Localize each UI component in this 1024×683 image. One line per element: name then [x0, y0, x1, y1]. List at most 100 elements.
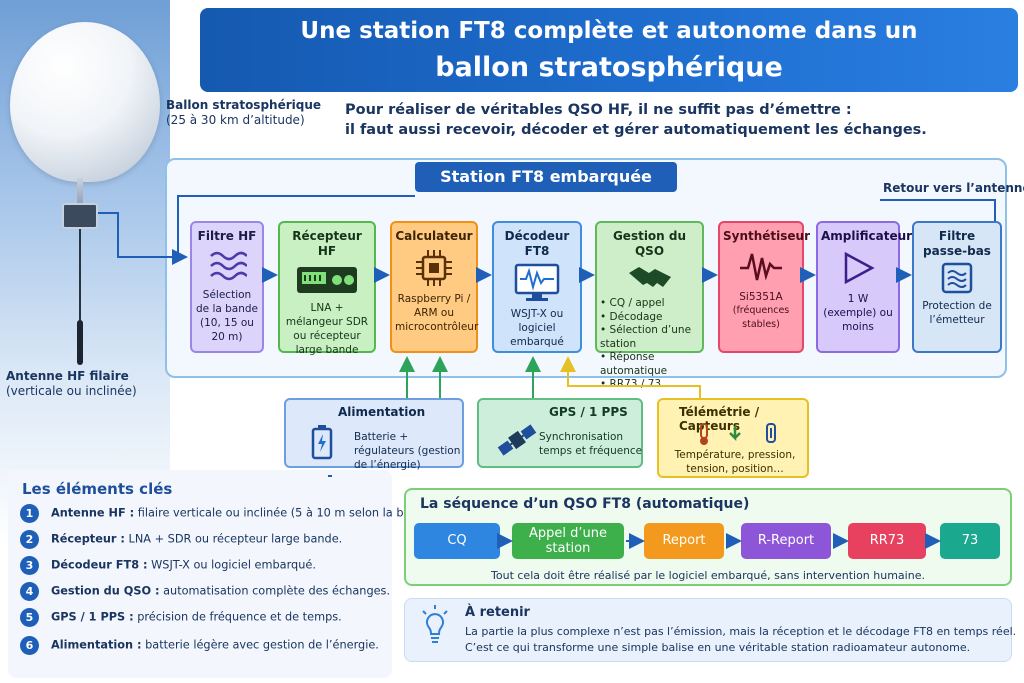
block-title: Gestion du QSO	[612, 229, 687, 258]
block-desc: WSJT-X ou logiciel embarqué	[510, 308, 564, 348]
key-item: 6 Alimentation : batterie légère avec ges…	[20, 636, 379, 655]
block-desc: 1 W (exemple) ou moins	[823, 293, 893, 333]
balloon-label-title: Ballon stratosphérique	[166, 98, 322, 112]
satellite-icon	[497, 424, 537, 456]
antenna-label-title: Antenne HF filaire	[6, 369, 129, 383]
key-item: 3 Décodeur FT8 : WSJT-X ou logiciel embar…	[20, 556, 316, 575]
station-title: Station FT8 embarquée	[415, 162, 677, 192]
key-text: automatisation complète des échanges.	[163, 584, 391, 598]
sequence-step-report: Report	[644, 523, 724, 559]
key-term: Alimentation :	[51, 638, 142, 652]
intro-line-1: Pour réaliser de véritables QSO HF, il n…	[345, 102, 852, 118]
title-line-1: Une station FT8 complète et autonome dan…	[300, 18, 918, 44]
key-number: 1	[20, 504, 39, 523]
gestion-list: CQ / appel Décodage Sélection d’une stat…	[600, 297, 699, 392]
intro-text: Pour réaliser de véritables QSO HF, il n…	[345, 100, 927, 140]
radio-receiver-icon	[297, 267, 357, 293]
key-text: WSJT-X ou logiciel embarqué.	[151, 558, 316, 572]
key-elements-title: Les éléments clés	[22, 480, 173, 498]
sequence-step-appel: Appel d’une station	[512, 523, 624, 559]
block-desc: Sélection de la bande (10, 15 ou 20 m)	[195, 289, 259, 343]
thermometer-icon	[700, 423, 776, 445]
handshake-icon	[628, 267, 671, 287]
return-to-antenna-label: Retour vers l’antenne	[883, 181, 1024, 195]
waveform-monitor-icon	[514, 263, 560, 301]
sequence-step-r-report: R-Report	[741, 523, 831, 559]
block-filtre-passe-bas: Filtre passe-bas Protection de l’émetteu…	[912, 221, 1002, 353]
sequence-step-73: 73	[940, 523, 1000, 559]
key-number: 6	[20, 636, 39, 655]
block-title: Filtre passe-bas	[923, 229, 991, 258]
balloon-annotation: Ballon stratosphérique (25 à 30 km d’alt…	[166, 98, 321, 128]
key-text: filaire verticale ou inclinée (5 à 10 m …	[137, 506, 440, 520]
support-alimentation: Alimentation Batterie + régulateurs (ges…	[284, 398, 464, 471]
takeaway-line-1: La partie la plus complexe n’est pas l’é…	[465, 625, 1017, 638]
block-decodeur-ft8: Décodeur FT8 WSJT-X ou logiciel embarqué	[492, 221, 582, 353]
lightbulb-icon	[422, 605, 448, 643]
filter-icon	[941, 262, 973, 294]
support-title: Télémétrie / Capteurs	[679, 405, 760, 433]
intro-line-2: il faut aussi recevoir, décoder et gérer…	[345, 122, 927, 138]
block-synthetiseur: Synthétiseur Si5351A (fréquences stables…	[718, 221, 811, 353]
block-recepteur-hf: Récepteur HF LNA + mélangeur SDR ou réce…	[278, 221, 376, 356]
key-text: LNA + SDR ou récepteur large bande.	[128, 532, 343, 546]
gestion-item: Réponse automatique	[600, 351, 699, 378]
gestion-item: CQ / appel	[600, 297, 699, 311]
support-desc: Batterie + régulateurs (gestion de l’éne…	[354, 431, 461, 471]
key-term: Récepteur :	[51, 532, 125, 546]
title-banner: Une station FT8 complète et autonome dan…	[200, 8, 1018, 92]
block-title: Synthétiseur	[723, 229, 811, 243]
support-desc: Température, pression, tension, position…	[674, 449, 796, 475]
payload-box	[62, 203, 98, 229]
support-telemetrie: Télémétrie / Capteurs Température, press…	[657, 398, 809, 478]
key-term: GPS / 1 PPS :	[51, 610, 134, 624]
block-title: Filtre HF	[197, 229, 257, 243]
key-text: précision de fréquence et de temps.	[137, 610, 342, 624]
key-elements-panel	[8, 470, 392, 678]
block-desc: LNA + mélangeur SDR ou récepteur large b…	[285, 302, 369, 356]
block-title: Calculateur	[395, 229, 473, 243]
takeaway-line-2: C’est ce qui transforme une simple balis…	[465, 641, 971, 654]
waves-icon	[210, 251, 247, 281]
support-title: GPS / 1 PPS	[549, 405, 628, 419]
key-number: 5	[20, 608, 39, 627]
support-desc: Synchronisation temps et fréquence	[539, 431, 643, 457]
block-desc: Si5351A	[739, 291, 783, 303]
sequence-step-cq: CQ	[414, 523, 500, 559]
block-calculateur: Calculateur Raspberry Pi / ARM ou microc…	[390, 221, 478, 353]
gestion-item: RR73 / 73	[600, 378, 699, 392]
block-desc: Protection de l’émetteur	[922, 300, 992, 326]
gestion-item: Décodage	[600, 311, 699, 325]
block-title: Récepteur HF	[292, 229, 362, 258]
tether-line	[79, 229, 81, 349]
balloon-neck	[77, 178, 83, 208]
antenna-wire	[77, 320, 83, 365]
title-line-2: ballon stratosphérique	[435, 52, 783, 83]
key-term: Gestion du QSO :	[51, 584, 160, 598]
key-term: Décodeur FT8 :	[51, 558, 148, 572]
key-item: 1 Antenne HF : filaire verticale ou incli…	[20, 504, 440, 523]
balloon-illustration	[10, 22, 160, 182]
key-number: 3	[20, 556, 39, 575]
block-gestion-qso: Gestion du QSO CQ / appel Décodage Sélec…	[595, 221, 704, 390]
sequence-step-rr73: RR73	[848, 523, 926, 559]
antenna-label-detail: (verticale ou inclinée)	[6, 384, 137, 398]
battery-icon	[311, 425, 333, 460]
chip-icon	[416, 250, 452, 286]
qso-sequence-title: La séquence d’un QSO FT8 (automatique)	[420, 496, 750, 512]
balloon-label-altitude: (25 à 30 km d’altitude)	[166, 113, 305, 127]
key-term: Antenne HF :	[51, 506, 135, 520]
support-gps: GPS / 1 PPS Synchronisation temps et fré…	[477, 398, 643, 468]
block-note: (fréquences stables)	[732, 305, 790, 330]
block-filtre-hf: Filtre HF Sélection de la bande (10, 15 …	[190, 221, 264, 353]
sine-wave-icon	[740, 253, 782, 281]
amplifier-triangle-icon	[844, 251, 875, 285]
key-text: batterie légère avec gestion de l’énergi…	[145, 638, 379, 652]
takeaway-panel	[404, 598, 1012, 662]
block-title: Amplificateur	[821, 229, 913, 243]
block-title: Décodeur FT8	[504, 229, 570, 258]
antenna-annotation: Antenne HF filaire (verticale ou incliné…	[6, 369, 137, 399]
key-item: 5 GPS / 1 PPS : précision de fréquence et…	[20, 608, 342, 627]
